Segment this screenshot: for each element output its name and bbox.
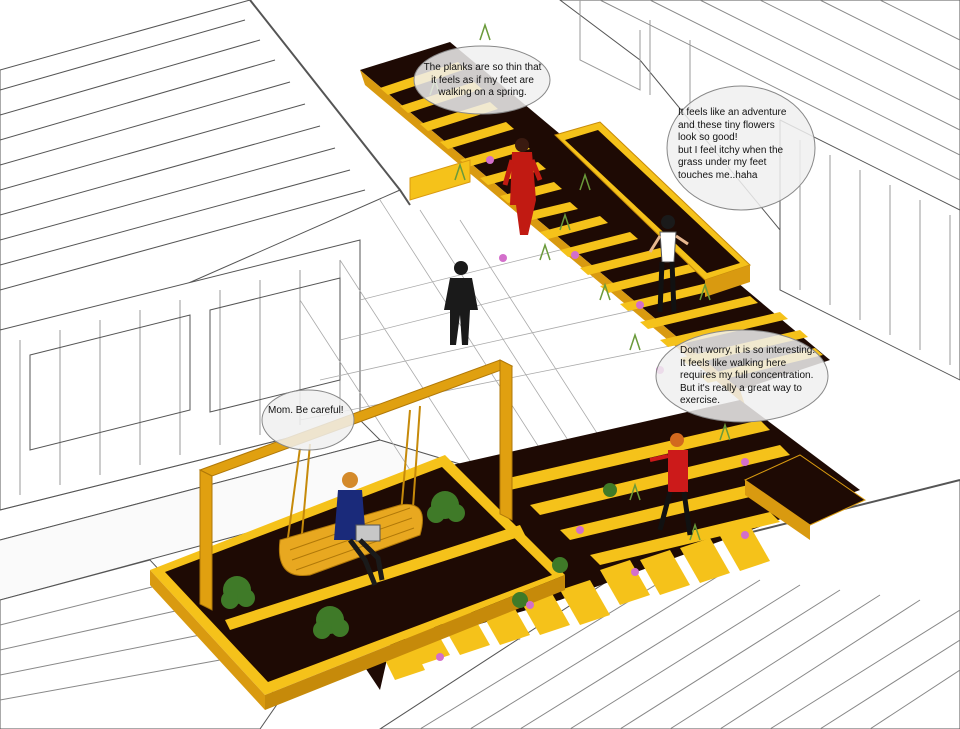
bubble-careful [261, 389, 355, 451]
person-on-swing [334, 472, 385, 586]
speech-bubbles [261, 45, 829, 451]
bubble-concentration [655, 329, 829, 423]
grass-sprigs [429, 22, 731, 541]
person-silhouette [444, 261, 478, 345]
person-red-sweater [649, 433, 693, 536]
left-building [0, 0, 482, 601]
bubble-springy-planks [413, 45, 551, 115]
person-white-top [648, 215, 689, 313]
upper-boardwalk [360, 42, 830, 405]
swing-frame [198, 359, 514, 611]
ground-paving [299, 199, 701, 641]
person-red-jumpsuit [502, 138, 543, 235]
shrubs [221, 483, 617, 639]
bottom-left-roof [0, 559, 281, 729]
bubble-adventure [666, 85, 816, 211]
